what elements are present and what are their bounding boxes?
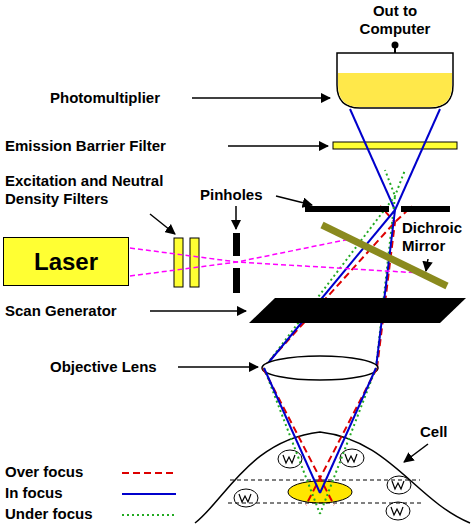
leader-arrow: [178, 366, 258, 368]
mitochondrion-crista: [345, 454, 357, 462]
part-label: Photomultiplier: [50, 89, 190, 107]
legend-sample: [122, 493, 176, 495]
mitochondrion-crista: [392, 481, 404, 489]
in-focus-ray: [376, 210, 395, 368]
under-focus-ray: [376, 170, 395, 368]
under-focus-ray: [264, 368, 320, 514]
in-focus-ray: [264, 368, 320, 493]
leader-arrow: [228, 145, 328, 147]
photomultiplier-cathode: [338, 73, 452, 107]
legend-text: Over focus: [5, 463, 83, 480]
mitochondrion: [278, 450, 302, 468]
legend-text: Under focus: [5, 505, 93, 522]
under-focus-ray: [264, 170, 405, 368]
detector-pinhole: [401, 206, 450, 212]
scan-generator: [249, 298, 466, 323]
source-pinhole: [233, 233, 240, 256]
mitochondrion: [386, 502, 410, 520]
part-label: Pinholes: [200, 186, 280, 204]
part-label: Emission Barrier Filter: [5, 137, 225, 155]
mitochondrion-crista: [239, 494, 251, 502]
part-label: Objective Lens: [50, 358, 178, 376]
leader-arrow: [426, 259, 428, 271]
cell-outline: [195, 432, 470, 523]
part-label: Dichroic Mirror: [402, 219, 472, 255]
over-focus-ray: [377, 206, 395, 368]
leader-arrow: [276, 196, 312, 205]
part-label: Cell: [420, 423, 470, 441]
legend-text: In focus: [5, 484, 63, 501]
mitochondrion-crista: [283, 455, 295, 463]
legend-sample: [122, 514, 176, 516]
legend-sample: [122, 472, 176, 474]
laser-box: Laser: [3, 237, 129, 286]
part-label: Excitation and Neutral Density Filters: [5, 172, 205, 208]
in-focus-ray: [350, 109, 395, 210]
mitochondrion-crista: [391, 507, 403, 515]
leader-arrow: [150, 214, 175, 234]
leader-arrow: [192, 97, 330, 99]
part-label: Scan Generator: [5, 302, 150, 320]
source-pinhole: [233, 268, 240, 293]
leader-arrow: [235, 206, 237, 229]
under-focus-ray: [320, 368, 376, 514]
objective-lens: [262, 356, 378, 380]
mitochondrion: [387, 476, 411, 494]
in-focus-ray: [395, 109, 440, 210]
leader-arrow: [150, 310, 246, 312]
under-focus-plane: [228, 503, 422, 504]
mitochondrion: [234, 489, 258, 507]
excitation-filter: [174, 238, 183, 287]
node-text: Laser: [34, 248, 98, 276]
mitochondrion: [340, 449, 364, 467]
output-terminal: [392, 42, 399, 49]
in-focus-ray: [264, 210, 395, 368]
detector-pinhole: [305, 206, 389, 212]
emission-filter: [333, 142, 457, 149]
legend-samples: [122, 473, 176, 515]
part-label: Out to Computer: [340, 2, 450, 38]
density-filter: [190, 238, 199, 287]
in-focus-ray: [320, 368, 376, 493]
photomultiplier-tube: [337, 53, 453, 108]
leader-arrow: [404, 444, 428, 462]
laser-beam: [130, 262, 420, 276]
